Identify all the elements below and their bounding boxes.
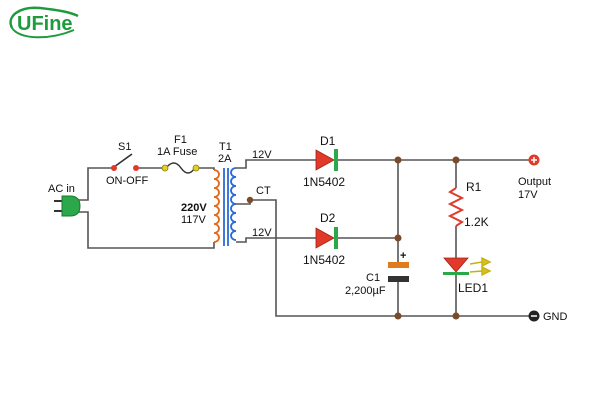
ct-node <box>246 196 254 204</box>
label-ac-in: AC in <box>48 183 75 195</box>
primary-coil <box>213 169 220 243</box>
node-d2-bus <box>394 234 402 242</box>
wire-ac-bottom <box>76 211 215 249</box>
label-led1: LED1 <box>458 281 488 295</box>
r1-zigzag <box>447 187 465 227</box>
wire-ac-top <box>76 167 112 201</box>
logo-swoosh <box>9 6 79 29</box>
node-r1-top <box>452 156 460 164</box>
switch-contact-right <box>133 165 139 171</box>
label-output-v: 17V <box>518 189 538 201</box>
label-f1: F1 <box>174 134 187 146</box>
label-t1-rating: 2A <box>218 153 232 165</box>
led-light-arrows <box>469 256 492 277</box>
wire-sec-bottom <box>236 237 316 243</box>
ufine-logo: UFine <box>9 6 79 39</box>
label-on-off: ON-OFF <box>106 175 148 187</box>
led-triangle <box>443 257 469 273</box>
label-d1-part: 1N5402 <box>303 175 345 189</box>
gnd-terminal: GND <box>528 310 568 323</box>
wire-sec-top <box>236 159 316 169</box>
d1-triangle <box>315 149 335 171</box>
wire-ct-gnd <box>236 199 530 317</box>
resistor-r1: R1 1.2K <box>447 180 489 229</box>
node-led-gnd <box>452 312 460 320</box>
label-primary-117v: 117V <box>181 214 207 226</box>
label-d2: D2 <box>320 211 336 225</box>
node-d1-bus <box>394 156 402 164</box>
transformer-t1: T1 2A 220V 117V 12V CT 12V <box>181 141 272 246</box>
logo-swoosh-lower <box>11 27 75 39</box>
secondary-coil <box>230 167 237 241</box>
label-s1: S1 <box>118 141 131 153</box>
c1-plate-top <box>388 262 409 268</box>
plug-body <box>61 195 81 217</box>
d1-band <box>334 149 338 171</box>
label-c1-value: 2,200µF <box>345 285 386 297</box>
diode-d2: D2 1N5402 <box>303 211 345 267</box>
fuse-f1: F1 1A Fuse <box>157 134 200 174</box>
capacitor-c1: + C1 2,200µF <box>345 250 409 297</box>
wire-fuse-primary <box>197 167 215 170</box>
junctions <box>394 156 460 320</box>
diode-d1: D1 1N5402 <box>303 134 345 189</box>
fuse-element <box>165 162 196 174</box>
wires <box>76 159 530 317</box>
switch-contact-left <box>111 165 117 171</box>
label-c1: C1 <box>366 272 380 284</box>
label-primary-220v: 220V <box>181 202 207 214</box>
label-t1: T1 <box>219 141 232 153</box>
led-band <box>443 272 469 275</box>
c1-plus-sign: + <box>400 250 406 262</box>
label-r1-value: 1.2K <box>464 215 489 229</box>
label-gnd: GND <box>543 311 568 323</box>
d2-triangle <box>315 227 335 249</box>
logo-text: UFine <box>17 13 73 35</box>
node-cap-gnd <box>394 312 402 320</box>
label-d1: D1 <box>320 134 336 148</box>
switch-s1: S1 ON-OFF <box>106 141 148 187</box>
c1-plate-bottom <box>388 276 409 282</box>
label-r1: R1 <box>466 180 482 194</box>
label-sec-top-12v: 12V <box>252 149 272 161</box>
label-d2-part: 1N5402 <box>303 253 345 267</box>
label-fuse: 1A Fuse <box>157 146 197 158</box>
label-output: Output <box>518 176 551 188</box>
label-sec-bottom-12v: 12V <box>252 227 272 239</box>
fuse-end-left <box>161 164 169 172</box>
d2-band <box>334 227 338 249</box>
ac-plug: AC in <box>48 183 81 217</box>
label-ct: CT <box>256 185 271 197</box>
fuse-end-right <box>192 164 200 172</box>
output-terminal: Output 17V <box>518 154 551 201</box>
led1: LED1 <box>443 256 492 295</box>
